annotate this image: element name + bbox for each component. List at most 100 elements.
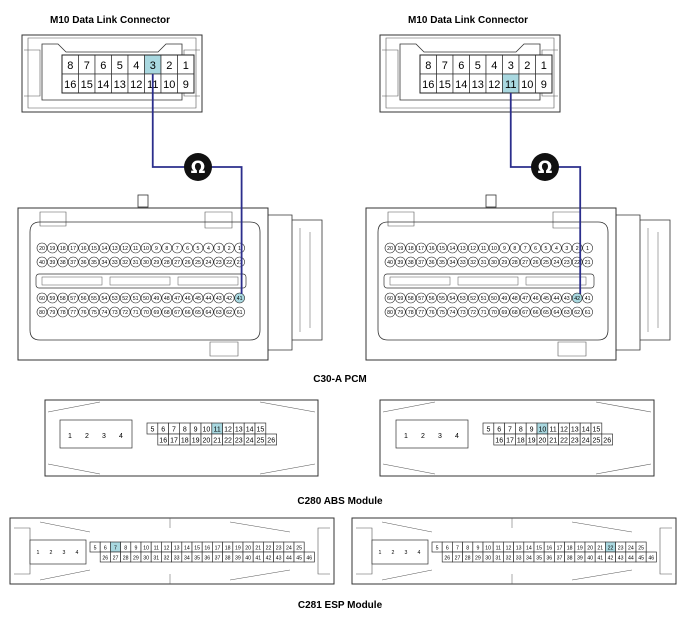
pin-number: 29 (502, 260, 508, 266)
pin-number: 54 (102, 296, 108, 302)
pin-number: 20 (387, 246, 393, 252)
terminal (47, 292, 58, 304)
pin-number: 23 (216, 260, 222, 266)
pin-number: 43 (216, 296, 222, 302)
pin-number: 10 (491, 246, 497, 252)
terminal (488, 242, 500, 254)
pin-number: 54 (450, 296, 456, 302)
pin-number: 20 (39, 246, 45, 252)
pin-number: 48 (512, 296, 518, 302)
terminal (467, 292, 479, 304)
pin-number: 15 (194, 546, 200, 552)
pin-number: 7 (442, 60, 448, 72)
pin-number: 2 (50, 550, 53, 556)
pin-number: 24 (246, 438, 254, 445)
terminal (426, 306, 437, 318)
terminal (509, 292, 521, 304)
pin-number: 14 (526, 546, 532, 552)
pin-number: 3 (217, 246, 220, 252)
pin-number: 65 (195, 310, 201, 316)
pin-number: 8 (519, 427, 523, 434)
pin-number: 63 (216, 310, 222, 316)
pin-number: 2 (576, 246, 579, 252)
pin-number: 38 (567, 556, 573, 562)
terminal (551, 242, 562, 254)
latch-slot (41, 276, 103, 286)
pin-number: 22 (226, 260, 232, 266)
terminal (119, 292, 131, 304)
terminal (109, 242, 121, 254)
pin-number: 29 (475, 556, 481, 562)
pin-number: 13 (112, 246, 118, 252)
pin-number: 45 (638, 556, 644, 562)
terminal (47, 256, 58, 268)
terminal (171, 256, 183, 268)
terminal (203, 306, 214, 318)
pin-number: 36 (81, 260, 87, 266)
pin-number: 37 (215, 556, 221, 562)
terminal (36, 256, 48, 268)
pin-number: 14 (97, 79, 109, 91)
latch-bar (383, 273, 595, 289)
pin-number: 9 (183, 79, 189, 91)
pin-number: 26 (603, 438, 611, 445)
pin-number: 34 (526, 556, 532, 562)
pin-number: 13 (460, 246, 466, 252)
esp-pin (303, 551, 315, 563)
terminal (161, 292, 173, 304)
terminal (140, 306, 152, 318)
pin-number: 29 (133, 556, 139, 562)
terminal (203, 292, 214, 304)
pin-number: 22 (608, 546, 614, 552)
latch-bar (35, 273, 247, 289)
terminal (530, 306, 541, 318)
pin-number: 16 (64, 79, 76, 91)
terminal (213, 306, 225, 318)
pin-number: 9 (541, 79, 547, 91)
pin-number: 17 (418, 246, 424, 252)
pin-number: 4 (455, 433, 459, 440)
terminal (415, 242, 427, 254)
terminal (561, 306, 573, 318)
terminal (457, 306, 469, 318)
pin-number: 11 (481, 246, 486, 252)
pcm-label: C30-A PCM (313, 374, 367, 385)
pin-number: 1 (404, 433, 408, 440)
terminal (426, 256, 437, 268)
pin-number: 27 (113, 556, 119, 562)
pin-number: 10 (521, 79, 533, 91)
pin-number: 25 (543, 260, 549, 266)
pin-number: 39 (398, 260, 404, 266)
terminal (192, 292, 204, 304)
pin-number: 74 (450, 310, 456, 316)
terminal (151, 242, 162, 254)
terminal (119, 306, 131, 318)
terminal (384, 256, 396, 268)
terminal (582, 242, 593, 254)
pin-number: 77 (70, 310, 76, 316)
pin-number: 5 (150, 427, 154, 434)
pin-number: 4 (207, 246, 210, 252)
pin-number: 20 (245, 546, 251, 552)
pin-number: 17 (170, 438, 178, 445)
pin-number: 47 (174, 296, 180, 302)
pin-number: 21 (255, 546, 261, 552)
dlc-left-label: M10 Data Link Connector (50, 15, 170, 26)
terminal (582, 256, 593, 268)
pin-number: 49 (502, 296, 508, 302)
terminal (530, 292, 541, 304)
pin-number: 39 (235, 556, 241, 562)
pin-number: 13 (516, 546, 522, 552)
pin-number: 53 (112, 296, 118, 302)
pin-number: 24 (554, 260, 560, 266)
pin-number: 39 (577, 556, 583, 562)
pin-number: 24 (628, 546, 634, 552)
terminal (99, 242, 110, 254)
pin-number: 19 (192, 438, 200, 445)
terminal (447, 256, 458, 268)
pin-number: 16 (204, 546, 210, 552)
